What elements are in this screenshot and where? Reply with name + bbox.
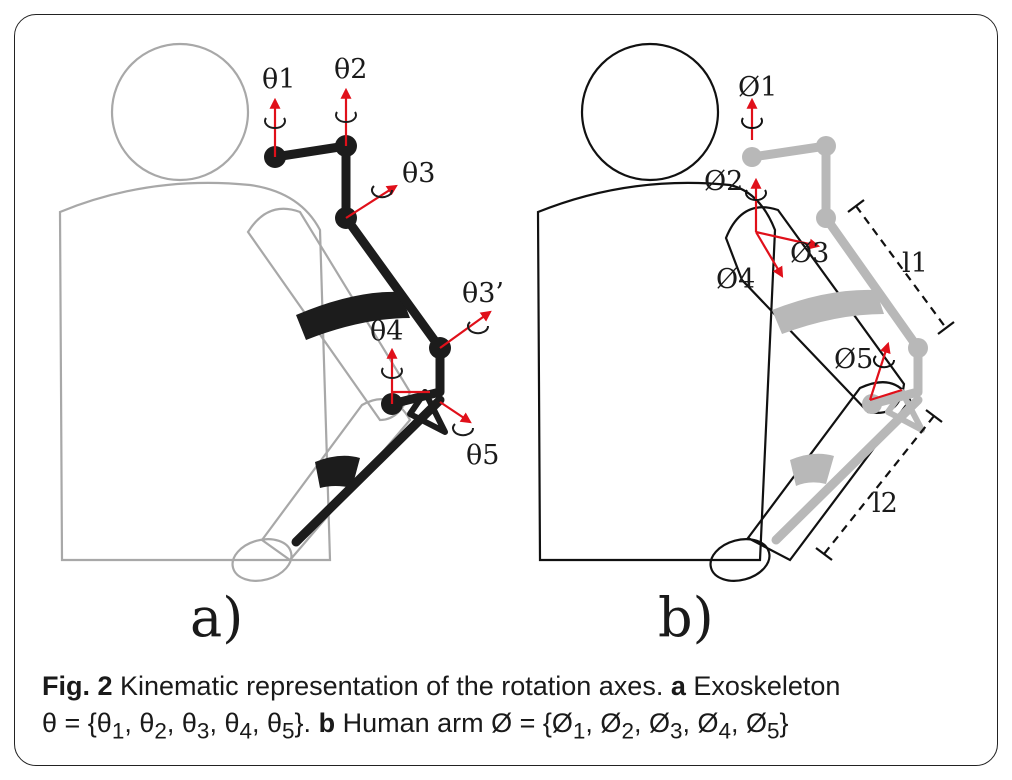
joint-label: Ø3 — [790, 238, 829, 269]
phi-set: Human arm Ø = {Ø1, Ø2, Ø3, Ø4, Ø5} — [335, 708, 789, 744]
figure-caption: Fig. 2 Kinematic representation of the r… — [42, 668, 982, 749]
hand-outline-b — [709, 538, 771, 582]
upper-cuff-a — [296, 291, 410, 340]
joint-labels-a: θ1 θ2 θ3 θ3’ θ4 θ5 — [262, 54, 504, 471]
exo-links-a — [270, 141, 448, 547]
caption-part-a-text: Exoskeleton — [685, 671, 841, 701]
torso-outline-a — [58, 181, 332, 562]
figure-frame — [14, 14, 998, 766]
joint-label: θ3 — [402, 158, 435, 189]
lower-cuff-b — [790, 453, 834, 486]
joint-label: Ø1 — [738, 72, 777, 103]
joint-label: θ4 — [370, 316, 403, 347]
joint-dot — [742, 147, 762, 167]
rotation-axes-b — [746, 97, 903, 402]
torso-outline-b — [536, 181, 777, 562]
body-outline-a — [58, 42, 412, 582]
kinematic-figure: θ1 θ2 θ3 θ3’ θ4 θ5 a) — [58, 42, 955, 649]
panel-label-a: a) — [190, 586, 243, 649]
panel-b: Ø1 Ø2 Ø3 Ø4 Ø5 l1 l2 b) — [536, 42, 955, 649]
joint-label: Ø5 — [834, 344, 873, 375]
panel-label-b: b) — [658, 586, 714, 649]
hand-outline-a — [231, 538, 293, 582]
rotation-arcs-b — [741, 117, 896, 369]
length-label: l1 — [902, 248, 928, 279]
joint-dot — [816, 208, 836, 228]
joint-label: Ø2 — [704, 166, 743, 197]
lower-cuff-a — [315, 455, 360, 488]
caption-part-a-label: a — [670, 671, 686, 701]
panel-a: θ1 θ2 θ3 θ3’ θ4 θ5 a) — [58, 42, 504, 649]
upper-cuff-b — [772, 289, 884, 334]
caption-title: Kinematic representation of the rotation… — [112, 671, 671, 701]
joint-label: θ2 — [334, 54, 367, 85]
joint-labels-b: Ø1 Ø2 Ø3 Ø4 Ø5 l1 l2 — [704, 72, 928, 519]
length-label: l2 — [872, 488, 898, 519]
joint-label: θ5 — [466, 440, 499, 471]
head-outline-a — [110, 42, 250, 182]
joint-label: θ3’ — [462, 278, 504, 309]
figure-number: Fig. 2 — [42, 671, 113, 701]
joint-label: Ø4 — [716, 264, 755, 295]
theta-set: θ = {θ1, θ2, θ3, θ4, θ5}. — [42, 708, 319, 744]
forearm-outline-b — [746, 381, 912, 562]
length-dimensions-b — [815, 199, 955, 561]
exo-links-b — [747, 141, 925, 545]
joint-dot — [816, 136, 836, 156]
joint-label: θ1 — [262, 64, 295, 95]
rotation-arcs-a — [264, 111, 490, 437]
caption-part-b-label: b — [318, 708, 336, 738]
head-outline-b — [580, 42, 720, 182]
joint-dot — [862, 394, 882, 414]
joint-dot — [908, 338, 928, 358]
exo-joints-b — [742, 136, 928, 414]
